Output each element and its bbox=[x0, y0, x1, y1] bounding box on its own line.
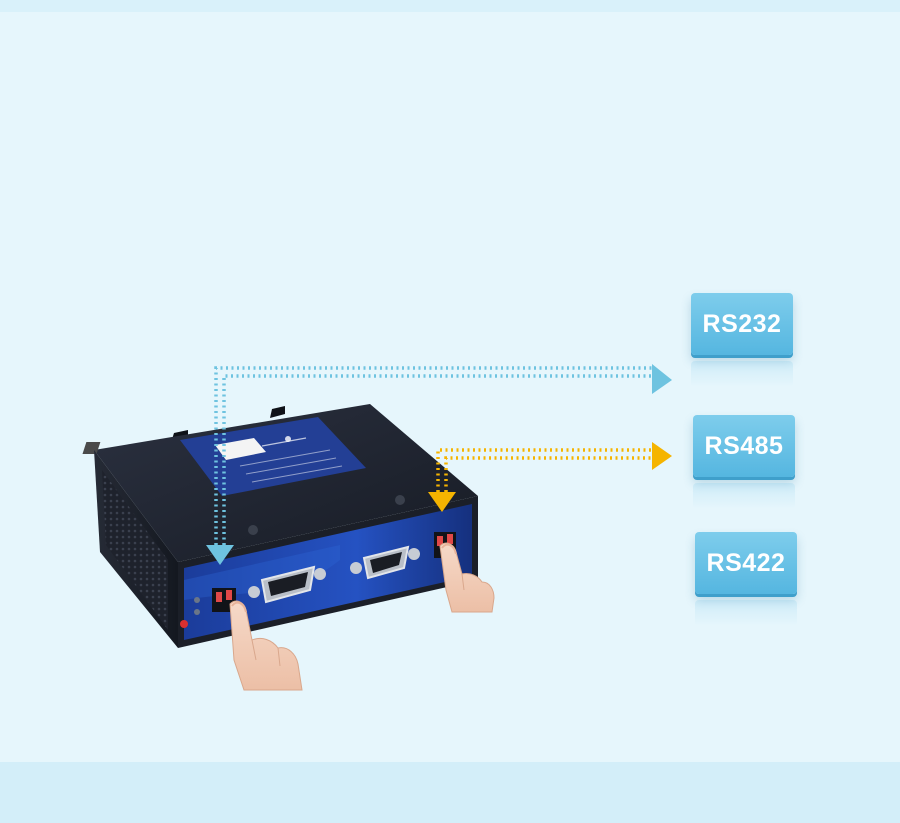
arrow-right-icon bbox=[652, 364, 672, 394]
side-vents bbox=[102, 470, 168, 630]
com2-db9-connector bbox=[350, 545, 420, 580]
pointing-hand-icon bbox=[229, 600, 303, 691]
label-rs485: RS485 bbox=[693, 415, 795, 509]
top-sticker bbox=[82, 417, 366, 496]
arrow-yellow bbox=[428, 442, 672, 512]
com1-db9-connector bbox=[248, 565, 326, 604]
front-panel bbox=[184, 504, 472, 640]
label-rs422: RS422 bbox=[695, 532, 797, 626]
bottom-band bbox=[0, 762, 900, 823]
top-band bbox=[0, 0, 900, 12]
label-rs232: RS232 bbox=[691, 293, 793, 387]
arrow-blue bbox=[206, 364, 672, 565]
arrow-down-icon bbox=[206, 545, 234, 565]
pointing-hand-icon bbox=[439, 542, 495, 613]
